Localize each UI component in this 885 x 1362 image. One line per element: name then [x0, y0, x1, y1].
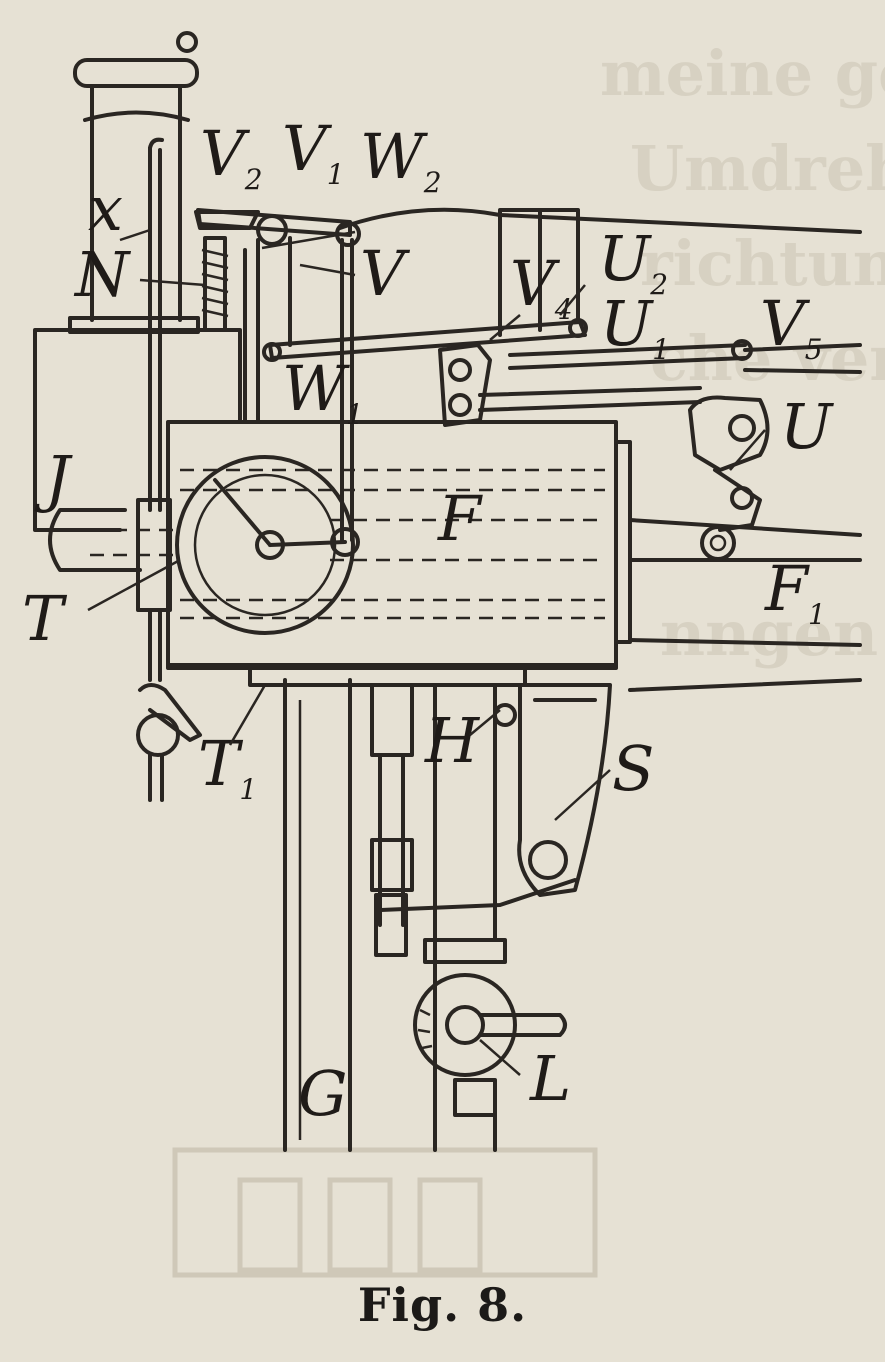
- label-u1: U1: [600, 287, 670, 366]
- label-v5: V5: [760, 287, 823, 366]
- label-f1: F1: [764, 552, 826, 631]
- label-t1: T1: [198, 727, 257, 806]
- bleed-through-shape: [172, 1147, 598, 1278]
- spring-n: [194, 210, 260, 332]
- figure-caption: Fig. 8.: [357, 1278, 528, 1332]
- part-labels: V2 V1 W2 x N V V4 U2 U1 V5 U W1 J F F1 T…: [22, 112, 834, 1130]
- column-g: [283, 678, 352, 1152]
- label-g: G: [298, 1057, 348, 1130]
- label-v4: V4: [510, 247, 573, 326]
- label-l: L: [529, 1042, 571, 1115]
- vertical-rod-x: [148, 137, 164, 682]
- bell-crank-v4: [438, 343, 702, 427]
- label-v1: V1: [282, 112, 345, 191]
- bleed-line: richtung: [640, 227, 885, 300]
- label-v: V: [360, 237, 411, 310]
- bleed-line: Umdrehung: [630, 132, 885, 205]
- label-f: F: [437, 482, 483, 555]
- bleed-line: meine geändert wird. Di: [600, 37, 885, 110]
- fitting-t: [48, 498, 202, 802]
- label-j: J: [34, 442, 73, 515]
- label-n: N: [73, 238, 132, 311]
- label-h: H: [424, 704, 481, 777]
- crank-u: [628, 395, 862, 562]
- bracket-s: [378, 683, 612, 912]
- label-v2: V2: [200, 117, 263, 196]
- piston-rod: [370, 683, 414, 957]
- bleed-through-text: meine geändert wird. Di Umdrehung richtu…: [600, 37, 885, 670]
- label-s: S: [612, 732, 654, 805]
- valve-l: [413, 683, 567, 1152]
- label-u2: U2: [598, 222, 668, 301]
- crank-disc: [175, 455, 360, 635]
- label-w2: W2: [360, 120, 442, 199]
- label-w1: W1: [282, 352, 364, 431]
- label-x: x: [88, 172, 123, 245]
- label-t: T: [22, 582, 68, 655]
- label-u: U: [780, 390, 834, 463]
- bleed-line: nngen: [660, 597, 878, 670]
- leader-lines: [87, 228, 766, 1076]
